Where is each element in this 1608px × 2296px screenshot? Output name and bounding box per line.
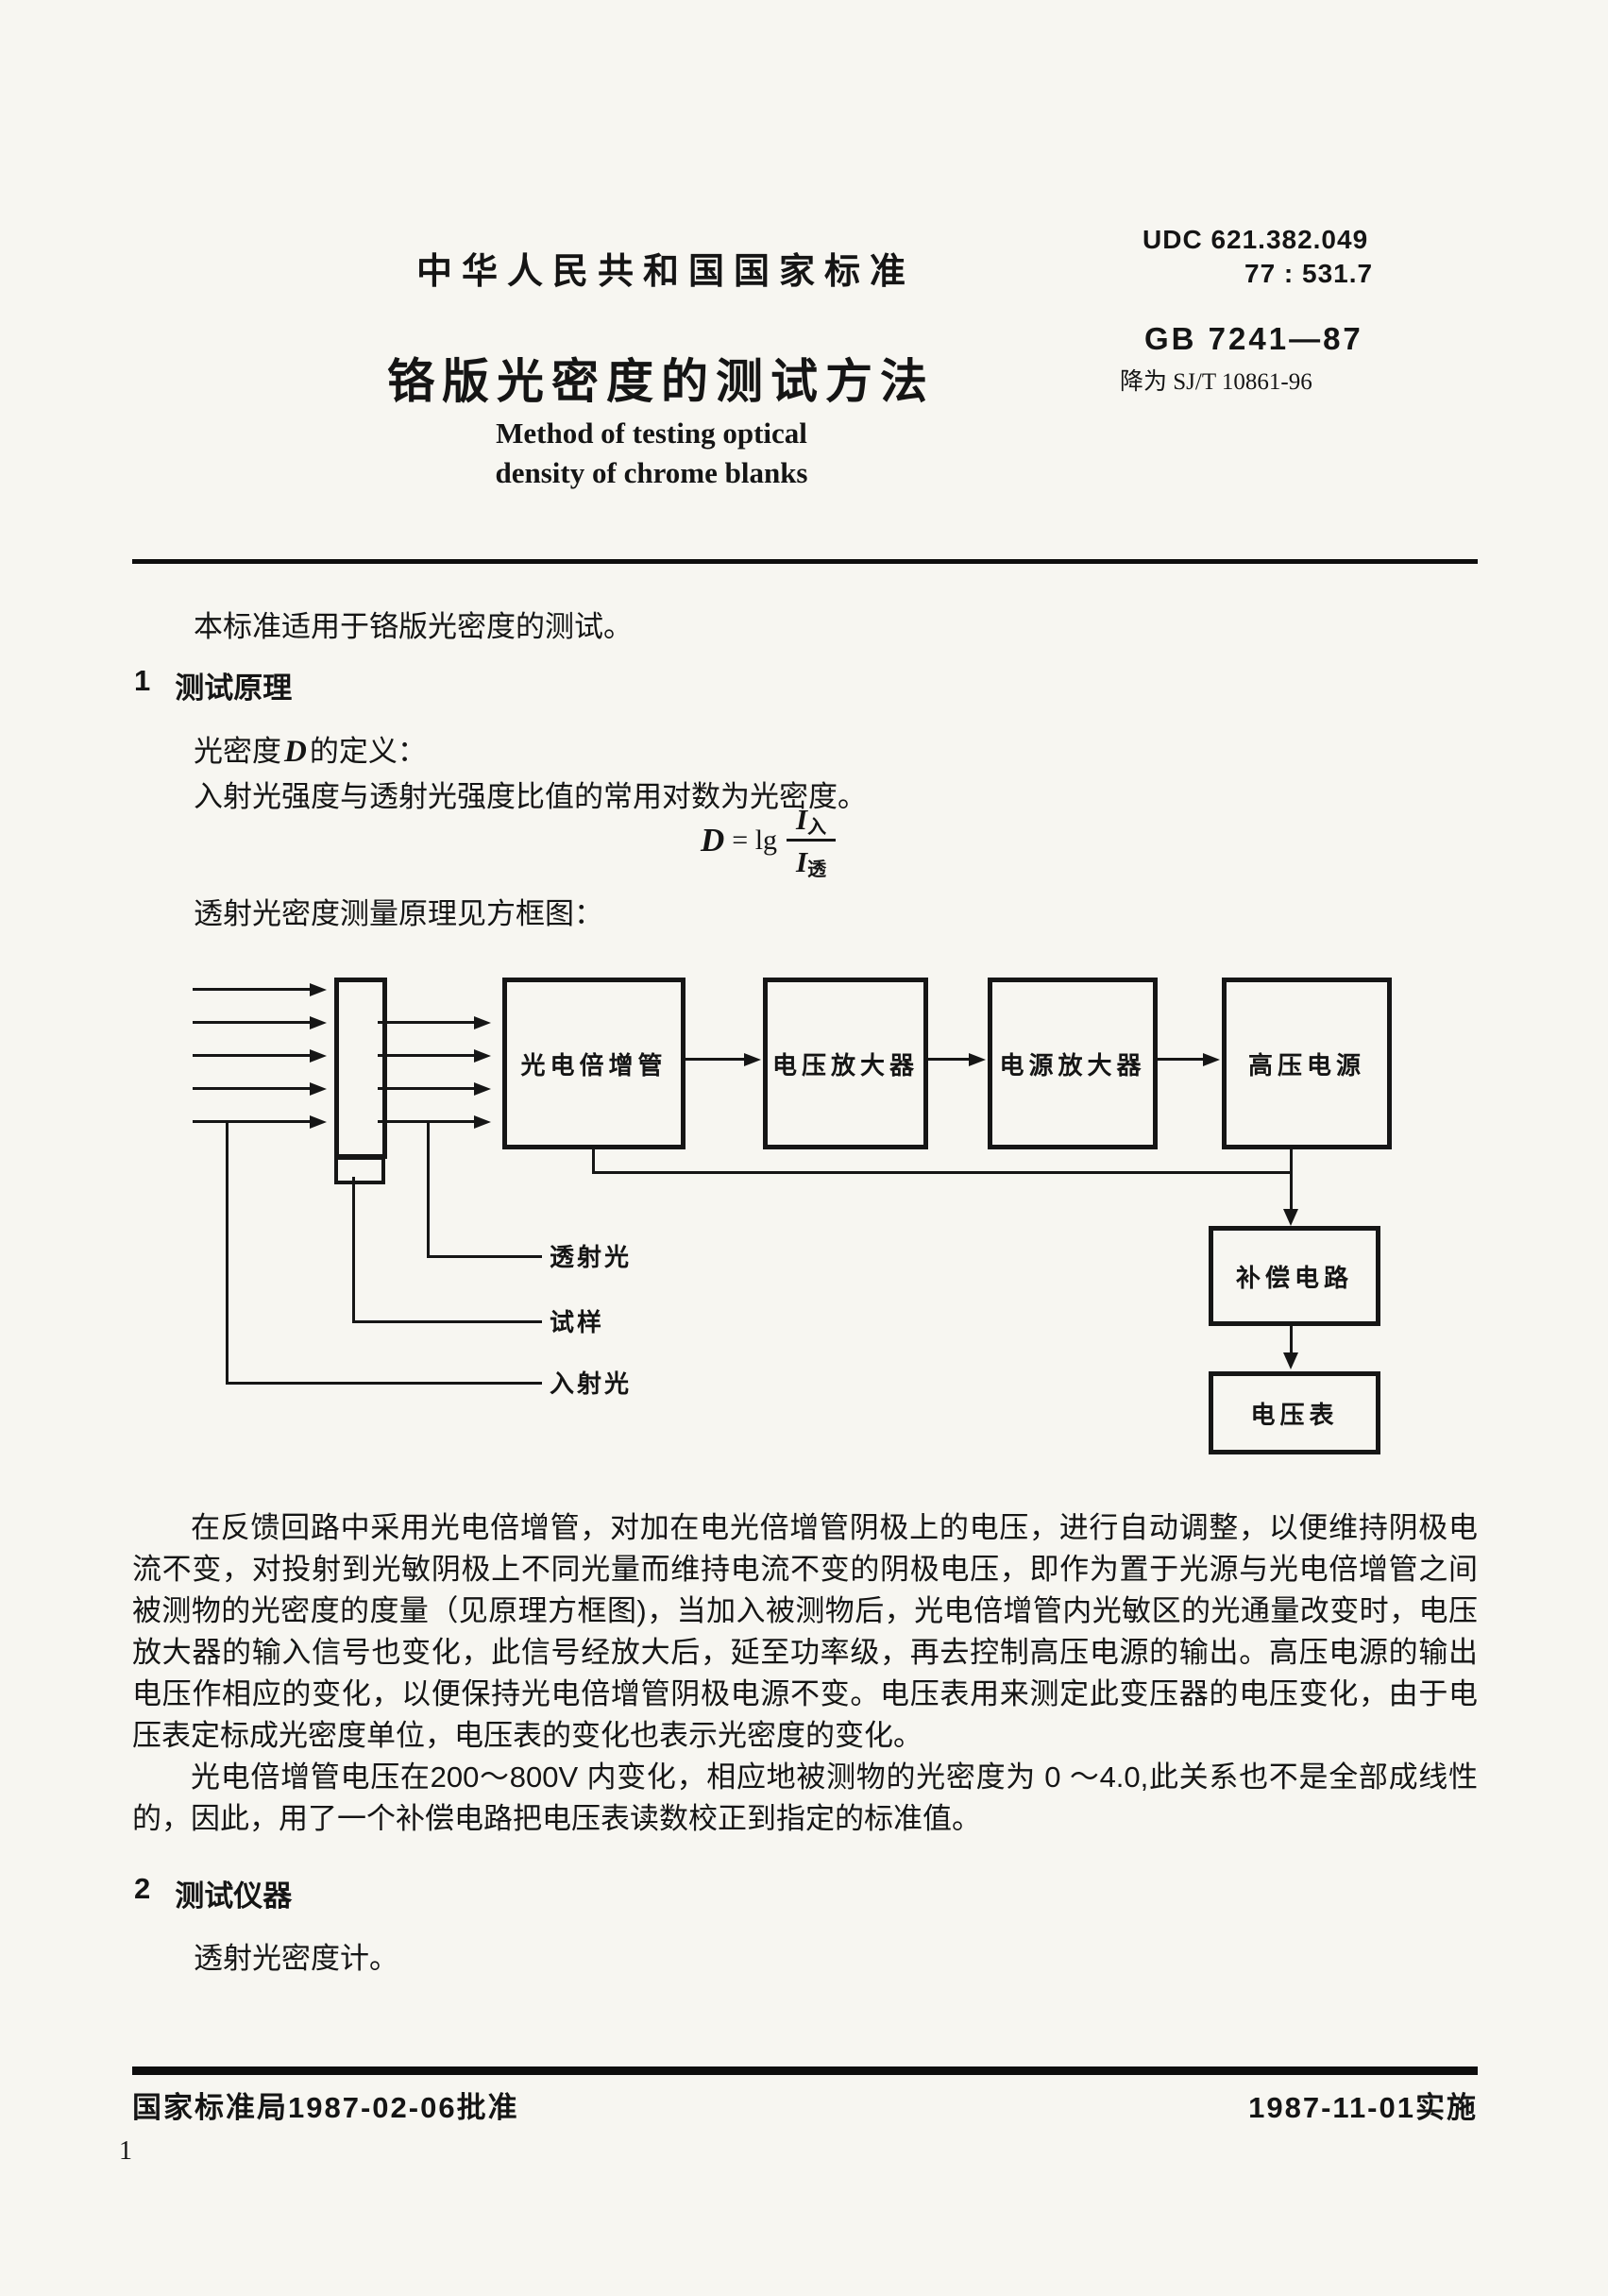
udc-code-line1: UDC 621.382.049 <box>1143 225 1369 254</box>
arrowhead-icon <box>744 1053 761 1066</box>
feedback-line <box>592 1171 1293 1174</box>
sample-callout-line <box>352 1177 355 1323</box>
formula-fraction: I入 I透 <box>787 805 837 879</box>
section2-body: 透射光密度计。 <box>194 1942 398 1975</box>
sample-slab <box>334 978 387 1159</box>
sample-label: 试样 <box>550 1308 605 1336</box>
arrowhead-icon <box>310 983 327 996</box>
principle-paragraphs: 在反馈回路中采用光电倍增管，对加在电光倍增管阴极上的电压，进行自动调整，以便维持… <box>132 1507 1478 1840</box>
section1-heading: 1 测试原理 <box>134 664 292 706</box>
transmitted-ray-line <box>378 1087 474 1090</box>
formula-denominator: I透 <box>787 839 837 879</box>
light-ray-line <box>193 1087 310 1090</box>
footer-bar <box>132 2066 1478 2075</box>
principle-paragraph-2: 光电倍增管电压在200～800V 内变化，相应地被测物的光密度为 0 ～4.0,… <box>132 1760 1478 1835</box>
transmitted-callout-line <box>427 1122 430 1258</box>
numerator-subscript: 入 <box>807 817 827 838</box>
hv-supply-box: 高压电源 <box>1222 978 1392 1149</box>
udc-code-line2: 77 : 531.7 <box>1244 259 1374 288</box>
page-number: 1 <box>119 2136 132 2166</box>
section2-number: 2 <box>134 1872 151 1905</box>
section2-title: 测试仪器 <box>175 1879 293 1913</box>
arrowhead-icon <box>310 1049 327 1063</box>
document-title-en: Method of testing optical density of chr… <box>415 414 888 493</box>
arrowhead-icon <box>310 1016 327 1029</box>
implementation-date: 1987-11-01实施 <box>1248 2091 1478 2124</box>
formula-numerator: I入 <box>787 805 836 839</box>
compensation-circuit-box: 补偿电路 <box>1209 1226 1380 1326</box>
sample-callout-line <box>352 1320 542 1323</box>
definition-body: 入射光强度与透射光强度比值的常用对数为光密度。 <box>194 780 867 813</box>
section1-number: 1 <box>134 664 151 697</box>
compensation-to-voltmeter-line <box>1290 1326 1293 1352</box>
standard-number: GB 7241—87 <box>1144 321 1363 356</box>
document-title-en-line1: Method of testing optical <box>496 417 807 450</box>
section2-heading: 2 测试仪器 <box>134 1872 292 1914</box>
denominator-subscript: 透 <box>807 859 827 880</box>
arrowhead-icon <box>310 1115 327 1129</box>
light-ray-line <box>193 988 310 991</box>
connector-line <box>686 1058 744 1061</box>
voltage-amplifier-box: 电压放大器 <box>763 978 928 1149</box>
feedback-line <box>592 1149 595 1174</box>
transmitted-light-label: 透射光 <box>550 1243 633 1271</box>
voltmeter-box: 电压表 <box>1209 1371 1380 1454</box>
transmitted-ray-line <box>378 1021 474 1024</box>
denominator-symbol: I <box>796 845 808 878</box>
arrowhead-icon <box>969 1053 986 1066</box>
incident-callout-line <box>226 1382 542 1385</box>
diagram-intro: 透射光密度测量原理见方框图： <box>194 897 603 930</box>
hv-to-compensation-line <box>1290 1149 1293 1210</box>
connector-line <box>928 1058 969 1061</box>
formula-relation: = lg <box>732 825 778 856</box>
transmitted-ray-line <box>378 1054 474 1057</box>
arrowhead-icon <box>474 1049 491 1063</box>
incident-callout-line <box>226 1122 229 1385</box>
light-ray-line <box>193 1021 310 1024</box>
definition-prefix: 光密度 <box>194 735 281 768</box>
arrowhead-icon <box>474 1082 491 1096</box>
light-ray-line <box>193 1120 310 1123</box>
arrowhead-icon <box>1283 1352 1298 1369</box>
arrowhead-icon <box>1203 1053 1220 1066</box>
document-title-en-line2: density of chrome blanks <box>495 456 808 489</box>
national-standard-header: 中华人民共和国国家标准 <box>415 252 915 292</box>
power-amplifier-box: 电源放大器 <box>988 978 1158 1149</box>
arrowhead-icon <box>474 1016 491 1029</box>
footer-row: 国家标准局1987-02-06批准 1987-11-01实施 <box>132 2083 1478 2126</box>
arrowhead-icon <box>1283 1209 1298 1226</box>
formula-lhs: D <box>701 822 725 859</box>
numerator-symbol: I <box>796 803 808 836</box>
section1-title: 测试原理 <box>175 672 293 705</box>
density-formula: D = lg I入 I透 <box>701 805 837 879</box>
header-divider-rule <box>132 559 1478 564</box>
arrowhead-icon <box>310 1082 327 1096</box>
sample-slab-foot <box>334 1156 385 1184</box>
principle-paragraph-1: 在反馈回路中采用光电倍增管，对加在电光倍增管阴极上的电压，进行自动调整，以便维持… <box>132 1511 1478 1752</box>
demotion-note: 降为 SJ/T 10861-96 <box>1120 369 1312 395</box>
definition-variable: D <box>284 735 307 769</box>
incident-light-label: 入射光 <box>550 1369 633 1398</box>
arrowhead-icon <box>474 1115 491 1129</box>
document-title-zh: 铬版光密度的测试方法 <box>387 355 935 408</box>
pmt-box: 光电倍增管 <box>502 978 686 1149</box>
definition-suffix: 的定义： <box>309 735 427 768</box>
approval-date: 国家标准局1987-02-06批准 <box>132 2091 519 2124</box>
scope-statement: 本标准适用于铬版光密度的测试。 <box>194 610 633 643</box>
light-ray-line <box>193 1054 310 1057</box>
transmitted-callout-line <box>427 1255 542 1258</box>
connector-line <box>1158 1058 1203 1061</box>
transmitted-ray-line <box>378 1120 474 1123</box>
